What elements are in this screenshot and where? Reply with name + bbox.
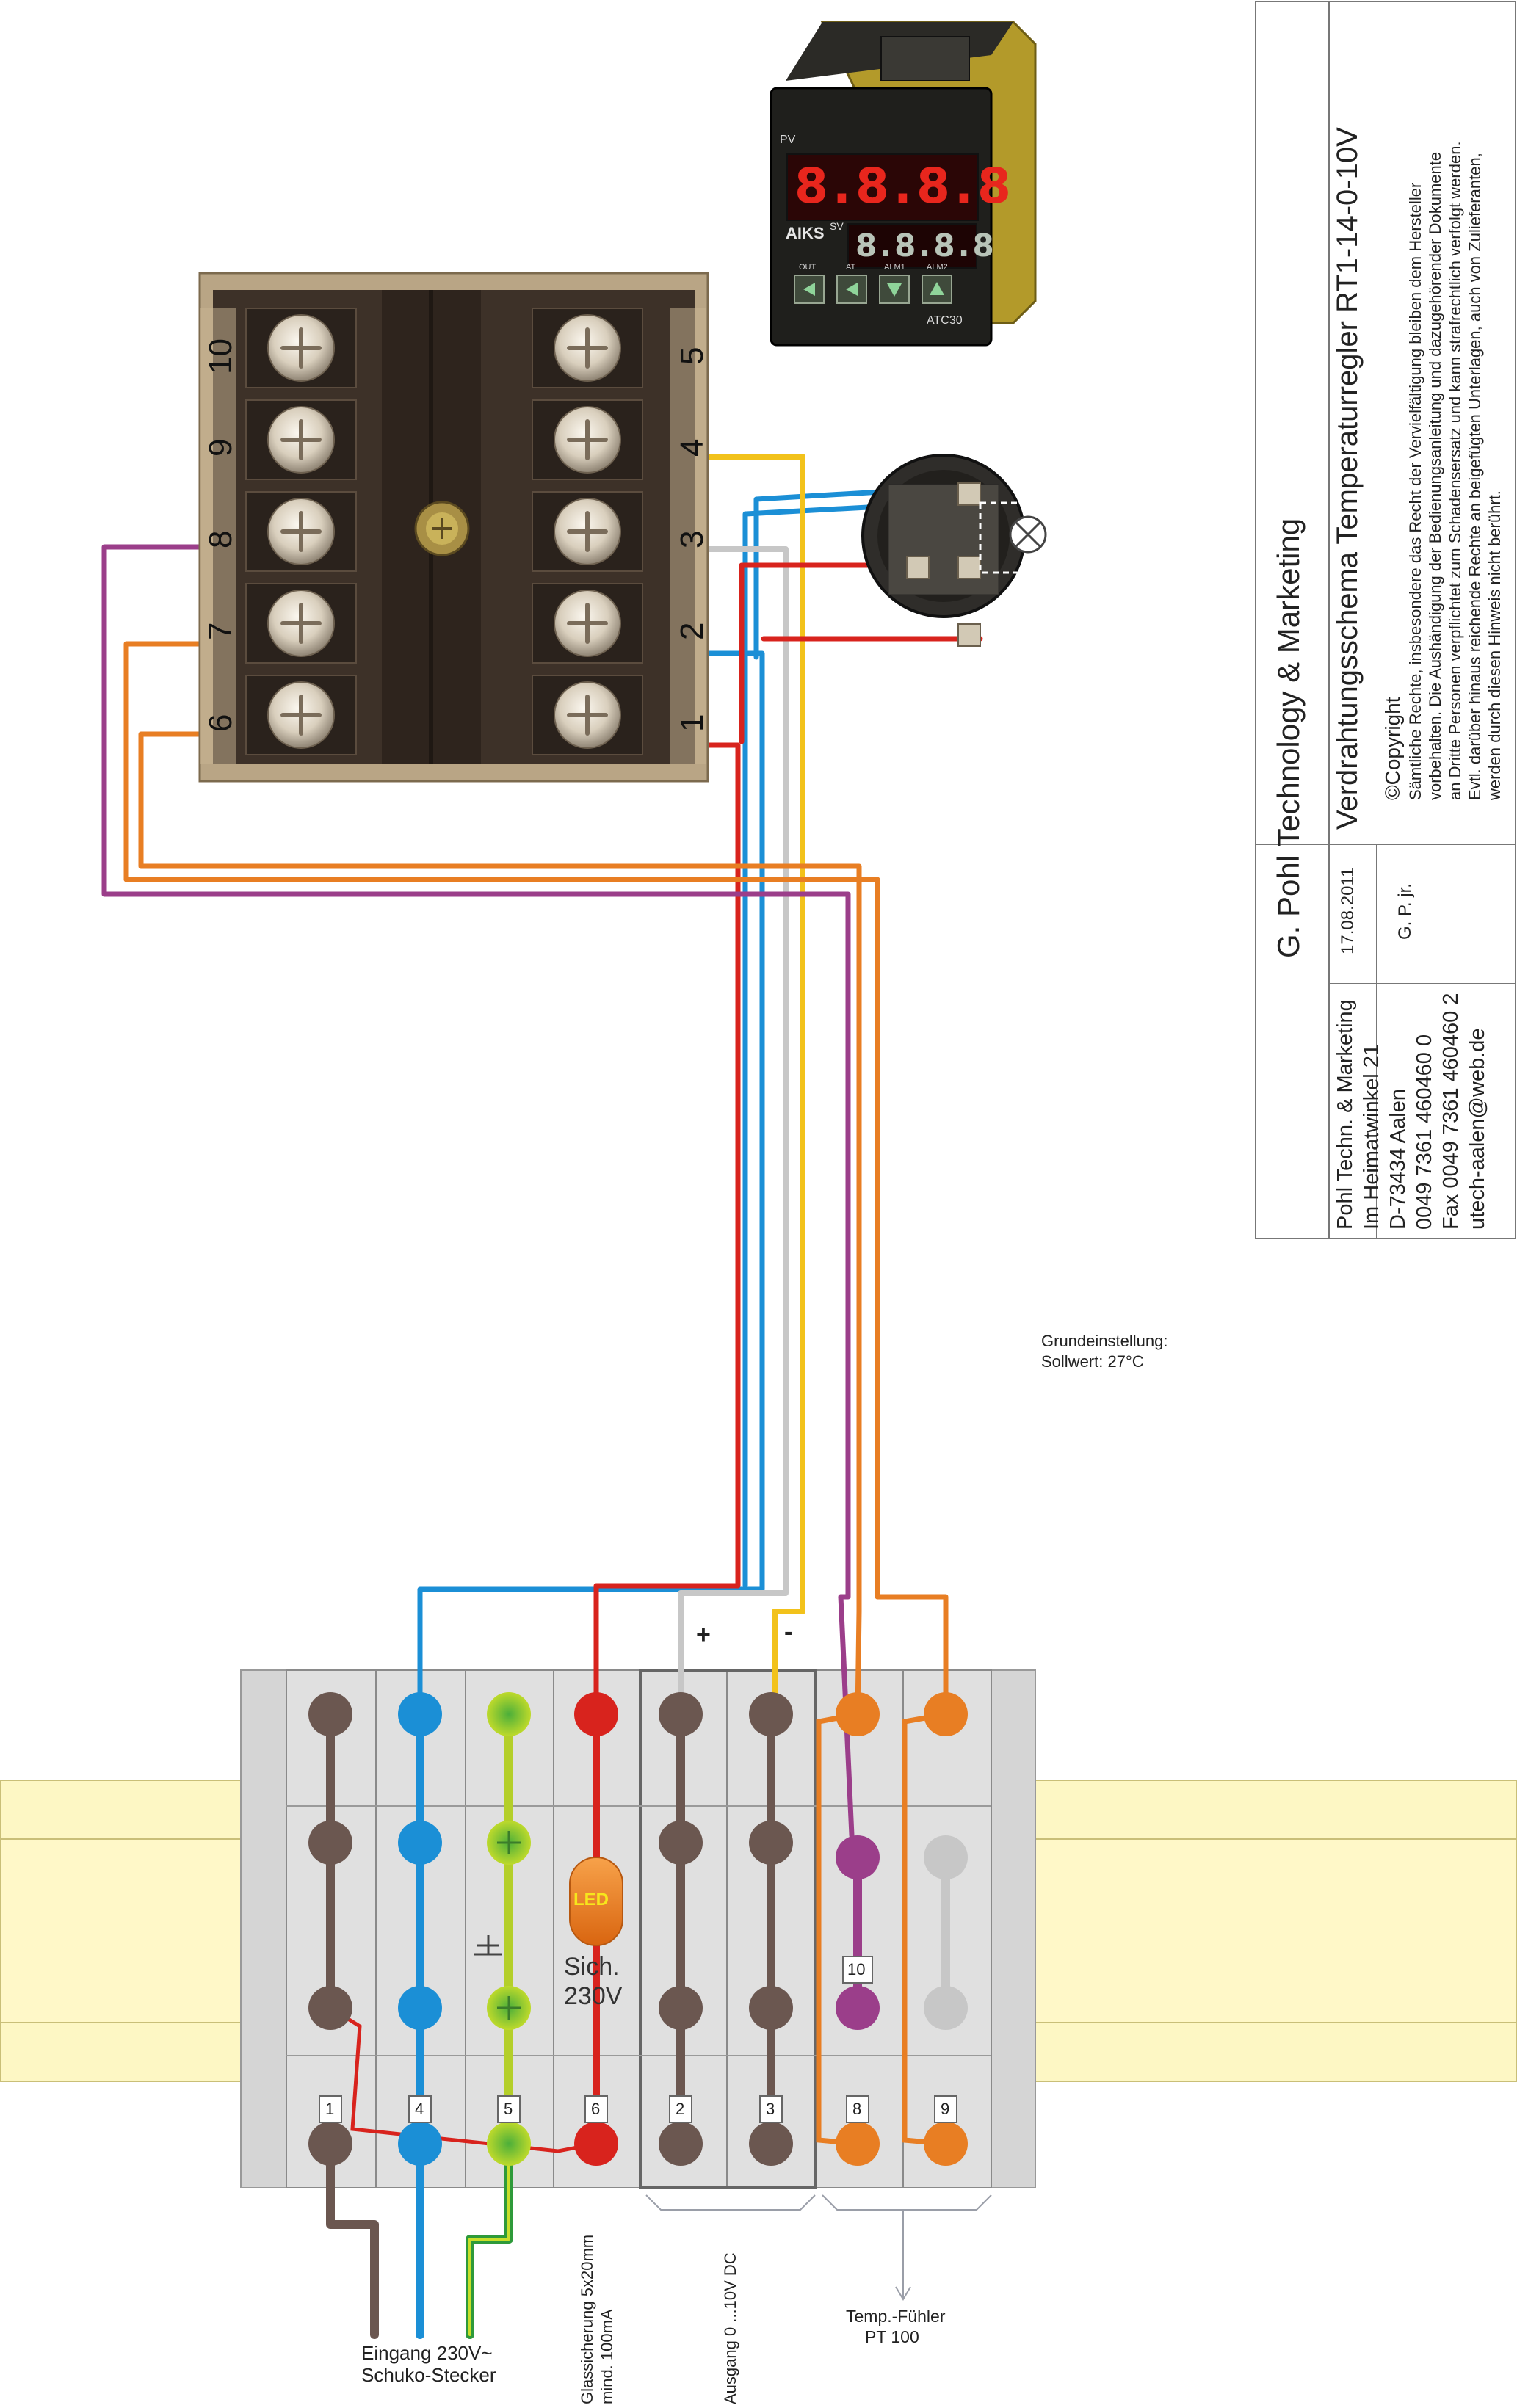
wire-input-brown xyxy=(326,2139,379,2339)
terminal-number-10: 10 xyxy=(203,338,239,374)
controller-sv-label: SV xyxy=(830,220,844,232)
rail-terminal-6: 6 xyxy=(591,2100,601,2118)
minus-sign: - xyxy=(784,1618,793,1646)
terminal-number-3: 3 xyxy=(674,530,710,548)
address-block: Pohl Techn. & Marketing Im Heimatwinkel … xyxy=(1332,993,1491,1230)
rail-terminal-5: 5 xyxy=(504,2100,513,2118)
wire-blue-lamp-2 xyxy=(742,496,983,1589)
document-author: G. P. jr. xyxy=(1395,883,1415,940)
document-title: Verdrahtungsschema Temperaturregler RT1-… xyxy=(1331,127,1364,830)
terminal-tags xyxy=(319,1956,957,2123)
controller-pv-label: PV xyxy=(780,134,796,146)
rail-dots xyxy=(308,1692,968,2166)
controller-pv-display: 8.8.8.8 xyxy=(794,158,1015,214)
sensor-label-line2: PT 100 xyxy=(865,2327,919,2346)
rail-terminal-4: 4 xyxy=(415,2100,424,2118)
terminal-number-2: 2 xyxy=(674,622,710,640)
address-line-2: Im Heimatwinkel 21 xyxy=(1360,1043,1383,1230)
rail-terminal-8: 8 xyxy=(852,2100,862,2118)
terminal-number-5: 5 xyxy=(674,347,710,365)
sensor-label-line1: Temp.-Fühler xyxy=(846,2307,946,2326)
address-line-6: utech-aalen@web.de xyxy=(1466,1028,1489,1230)
terminal-number-8: 8 xyxy=(203,530,239,548)
controller-device-icon xyxy=(770,21,1037,347)
settings-note-line2: Sollwert: 27°C xyxy=(1041,1352,1144,1371)
terminal-number-4: 4 xyxy=(674,438,710,457)
wire-grey-3 xyxy=(614,546,789,1717)
address-line-5: Fax 0049 7361 460460 2 xyxy=(1439,993,1463,1230)
copyright-line-2: vorbehalten. Die Aushändigung der Bedien… xyxy=(1426,151,1444,800)
rail-terminal-2: 2 xyxy=(676,2100,685,2118)
terminal-number-9: 9 xyxy=(203,438,239,457)
address-line-3: D-73434 Aalen xyxy=(1386,1089,1410,1230)
controller-key-label-at: AT xyxy=(846,263,856,272)
input-label-line1: Eingang 230V~ xyxy=(361,2342,493,2364)
rail-terminal-1: 1 xyxy=(325,2100,335,2118)
copyright-block: ©Copyright Sämtliche Rechte, insbesonder… xyxy=(1380,141,1505,800)
rail-terminal-9: 9 xyxy=(941,2100,950,2118)
fuse-label-line2: 230V xyxy=(564,1982,623,2010)
address-line-1: Pohl Techn. & Marketing xyxy=(1333,999,1357,1230)
controller-key-label-alm2: ALM2 xyxy=(927,263,948,272)
controller-terminal-block xyxy=(198,272,709,783)
controller-sv-display: 8.8.8.8 xyxy=(855,228,997,264)
wire-orange-7 xyxy=(123,641,949,1717)
copyright-line-3: an Dritte Personen verpflichtet zum Scha… xyxy=(1446,141,1464,800)
wire-red-1 xyxy=(593,742,741,1717)
plus-sign: + xyxy=(696,1621,711,1649)
copyright-heading-text: Copyright xyxy=(1381,697,1404,786)
output-label: Ausgang 0 ...10V DC xyxy=(721,2252,739,2404)
copyright-heading: ©Copyright xyxy=(1380,141,1405,800)
title-block xyxy=(1255,1,1516,1239)
ground-symbol-icon xyxy=(474,1935,502,1956)
copyright-line-1: Sämtliche Rechte, insbesondere das Recht… xyxy=(1406,182,1424,800)
wire-orange-6 xyxy=(138,731,862,1717)
wire-blue-2 xyxy=(417,650,765,1717)
rail-bridge-10: 10 xyxy=(847,1960,866,1979)
fuse-note-line2: mind. 100mA xyxy=(598,2309,616,2404)
controller-key-label-alm1: ALM1 xyxy=(884,263,905,272)
controller-key-label-out: OUT xyxy=(799,263,817,272)
led-label: LED xyxy=(573,1890,609,1910)
controller-brand: AIKS xyxy=(786,224,825,242)
fuse-note-line1: Glassicherung 5x20mm xyxy=(578,2234,596,2404)
company-name: G. Pohl Technology & Marketing xyxy=(1271,518,1306,958)
wire-purple-8 xyxy=(101,544,858,1860)
document-date: 17.08.2011 xyxy=(1338,867,1358,954)
terminal-rail xyxy=(240,1669,1036,2189)
terminal-number-7: 7 xyxy=(203,622,239,640)
fuse-label-line1: Sich. xyxy=(564,1953,620,1981)
group-brackets xyxy=(645,2194,992,2301)
wire-yellow-4 xyxy=(605,454,805,1717)
indicator-lamp-switch xyxy=(861,454,1047,647)
copyright-line-4: Evtl. darüber hinaus reichende Rechte an… xyxy=(1466,153,1484,800)
copyright-icon: © xyxy=(1381,785,1404,800)
terminal-number-6: 6 xyxy=(203,714,239,732)
earth-cross-icons xyxy=(497,1831,521,2020)
led-body xyxy=(569,1857,623,1946)
input-label-line2: Schuko-Stecker xyxy=(361,2364,496,2386)
wire-input-green-inner xyxy=(468,2142,510,2336)
address-line-4: 0049 7361 460460 0 xyxy=(1413,1034,1436,1230)
rail-terminal-3: 3 xyxy=(766,2100,775,2118)
copyright-line-5: werden durch diesen Hinweis nicht berühr… xyxy=(1485,490,1504,800)
terminal-number-1: 1 xyxy=(674,714,710,732)
settings-note-line1: Grundeinstellung: xyxy=(1041,1332,1168,1350)
controller-model: ATC30 xyxy=(927,314,963,327)
